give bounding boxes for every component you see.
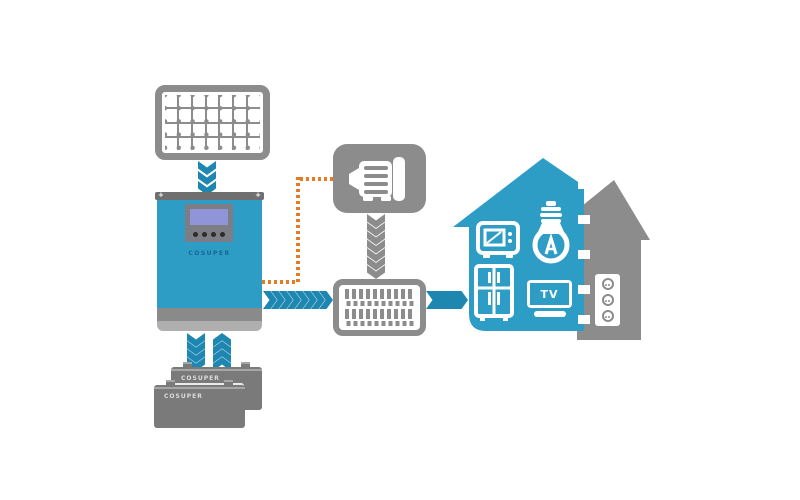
inverter-buttons (185, 232, 233, 237)
battery-top-strip (171, 369, 262, 371)
tv-screen: TV (530, 283, 569, 305)
socket-icon (601, 294, 614, 306)
orange-dotted-line-segment (296, 177, 300, 284)
inverter-top-bar: + + (155, 191, 264, 200)
socket-icon (601, 310, 614, 322)
light-bulb-icon (532, 201, 570, 264)
inverter-display (185, 204, 233, 242)
tv-label: TV (540, 287, 559, 301)
screw-icon: + (158, 191, 164, 199)
microwave-icon (476, 221, 520, 258)
flow-arrow-battery-to-inverter-icon (213, 333, 231, 371)
flow-arrow-solar-to-inverter-icon (198, 161, 216, 195)
inverter-lcd-screen (190, 209, 228, 225)
battery-brand-label: COSUPER (181, 375, 220, 382)
flow-arrow-generator-to-block-icon (367, 214, 385, 279)
battery-brand-label: COSUPER (164, 393, 203, 400)
battery-top-strip (154, 387, 245, 389)
power-outlet-icon (595, 274, 620, 326)
socket-icon (601, 278, 614, 290)
generator-motor-icon (333, 144, 426, 213)
inverter-brand-label: COSUPER (188, 250, 231, 257)
orange-dotted-line-segment (262, 280, 298, 284)
terminal-row (345, 289, 414, 306)
terminal-row (345, 309, 414, 326)
inverter-base (157, 321, 262, 331)
solar-cell-joints (165, 95, 260, 150)
motor-glyph (348, 156, 405, 201)
inverter-lower-band (157, 308, 262, 321)
screw-icon: + (255, 191, 261, 199)
orange-dotted-line-segment (300, 177, 333, 181)
tv-stand (534, 311, 566, 317)
inverter-unit: + + COSUPER (155, 191, 264, 331)
battery-terminal-icon (183, 362, 192, 367)
solar-panel-icon (155, 85, 270, 160)
refrigerator-icon (474, 264, 514, 321)
tv-icon: TV (527, 280, 572, 308)
battery-terminal-icon (224, 380, 233, 385)
battery-terminal-icon (241, 362, 250, 367)
battery-icon: COSUPER (154, 380, 245, 428)
flow-arrow-inverter-to-block-icon (263, 291, 333, 309)
terminal-block-icon (333, 279, 426, 336)
battery-terminal-icon (166, 380, 175, 385)
